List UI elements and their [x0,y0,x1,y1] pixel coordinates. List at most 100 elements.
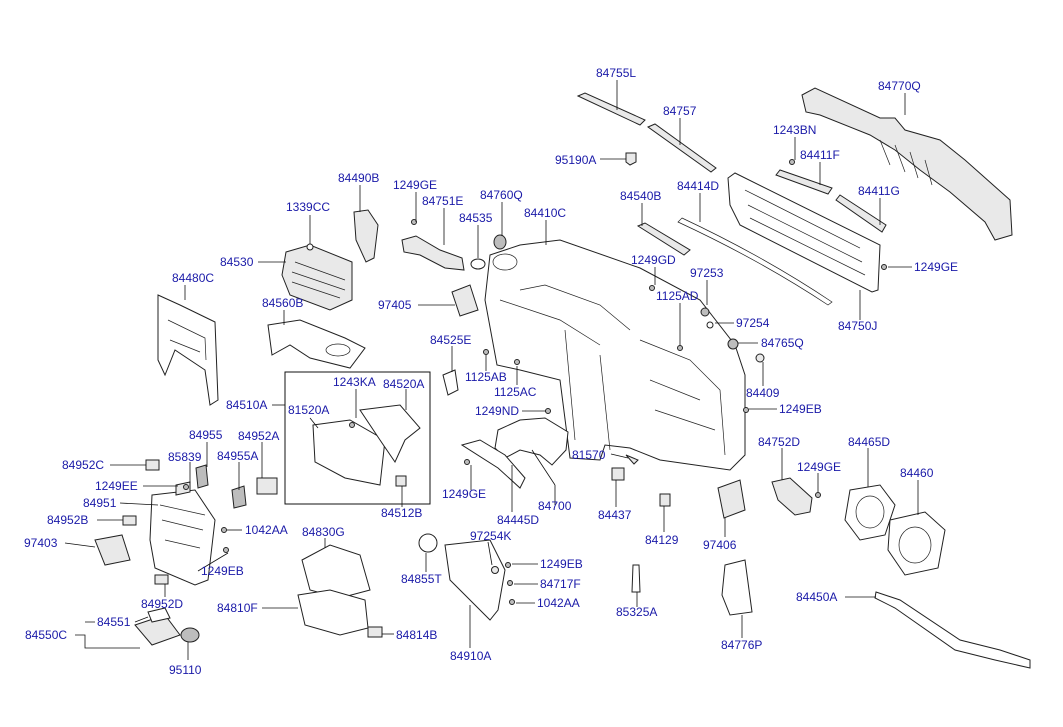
label-84755L: 84755L [596,66,636,80]
label-84700: 84700 [538,499,572,513]
part-84830G [301,544,371,599]
label-84952B: 84952B [47,513,88,527]
label-1125AC: 1125AC [494,385,537,399]
part-84560B [267,319,366,369]
label-84855T: 84855T [401,572,442,586]
tray-cupholder [325,343,351,357]
label-84830G: 84830G [302,525,345,539]
label-1249GE-a: 1249GE [393,178,437,192]
label-84460: 84460 [900,466,934,480]
part-95110 [180,627,200,643]
fascia-detail [159,504,206,549]
part-84814B [367,626,383,638]
label-1249EE: 1249EE [95,479,138,493]
label-1339CC: 1339CC [286,200,330,214]
label-97253: 97253 [690,266,724,280]
label-1249ND: 1249ND [475,404,519,418]
part-84540B [636,222,691,256]
label-84776P: 84776P [721,638,762,652]
label-84750J: 84750J [838,319,877,333]
part-84750J [727,172,881,293]
crash-pad-detail [499,284,726,456]
part-84551 [147,607,171,623]
label-84525E: 84525E [430,333,471,347]
label-84910A: 84910A [450,649,491,663]
label-97254K: 97254K [470,529,511,543]
label-84437: 84437 [598,508,632,522]
part-84955A [231,485,247,509]
fasteners [183,159,887,605]
part-84410C [484,239,746,471]
label-84445D: 84445D [497,513,539,527]
label-81520A: 81520A [288,403,329,417]
part-84460 [887,511,946,576]
label-84510A: 84510A [226,398,267,412]
part-84437 [611,467,625,481]
part-84751E [401,235,465,271]
part-84411G [835,194,887,233]
label-84512B: 84512B [381,506,422,520]
part-97403 [94,534,131,566]
label-84560B: 84560B [262,296,303,310]
part-84952A [256,477,278,495]
label-84450A: 84450A [796,590,837,604]
part-84465D-inner [855,495,885,529]
label-84952D: 84952D [141,597,183,611]
label-84760Q: 84760Q [480,188,523,202]
label-84757: 84757 [663,104,697,118]
label-97254: 97254 [736,316,770,330]
frame-ribs [744,189,866,276]
part-84460-inner [898,526,932,564]
airbag-module-ribs [291,261,346,299]
label-84129: 84129 [645,533,679,547]
label-84814B: 84814B [396,628,437,642]
label-84955: 84955 [189,428,223,442]
part-84770Q [801,87,1013,241]
crash-pad-hole [492,253,518,271]
label-84490B: 84490B [338,171,379,185]
part-97405 [451,284,479,317]
part-84129 [659,493,671,507]
label-95190A: 95190A [555,153,596,167]
label-84550C: 84550C [25,628,67,642]
part-84952C [145,459,160,471]
part-84810F [297,589,369,636]
part-84955 [195,464,209,489]
part-84512B [395,475,407,487]
part-84755L [576,92,646,126]
label-84952C: 84952C [62,458,104,472]
part-1339CC [306,243,314,251]
label-97403: 97403 [24,536,58,550]
label-84409: 84409 [746,386,780,400]
part-84855T [418,533,438,553]
label-1125AB: 1125AB [465,370,507,384]
label-1249GD: 1249GD [631,253,676,267]
part-labels: 84755L 84770Q 84757 1243BN 95190A 84411F… [24,66,958,677]
part-84910A [444,539,506,621]
label-84551: 84551 [97,615,131,629]
label-84535: 84535 [459,211,493,225]
label-84540B: 84540B [620,189,661,203]
part-84530 [281,244,353,311]
label-1249EB-b: 1249EB [540,557,583,571]
label-1249EB-c: 1249EB [201,564,244,578]
label-1249GE-c: 1249GE [797,460,841,474]
label-1249EB-a: 1249EB [779,402,822,416]
part-84445D [460,439,526,489]
label-84955A: 84955A [217,449,258,463]
label-81570: 81570 [572,448,606,462]
label-1243KA: 1243KA [333,375,376,389]
bracket-detail [167,319,207,361]
part-84520A [359,404,421,464]
label-85325A: 85325A [616,605,657,619]
label-1249GE-b: 1249GE [914,260,958,274]
label-84465D: 84465D [848,435,890,449]
label-84751E: 84751E [422,194,463,208]
part-85325A [631,564,641,593]
label-84810F: 84810F [217,601,258,615]
label-85839: 85839 [168,450,202,464]
part-84952D [154,574,169,585]
label-95110: 95110 [169,663,202,677]
part-97406 [717,479,746,519]
